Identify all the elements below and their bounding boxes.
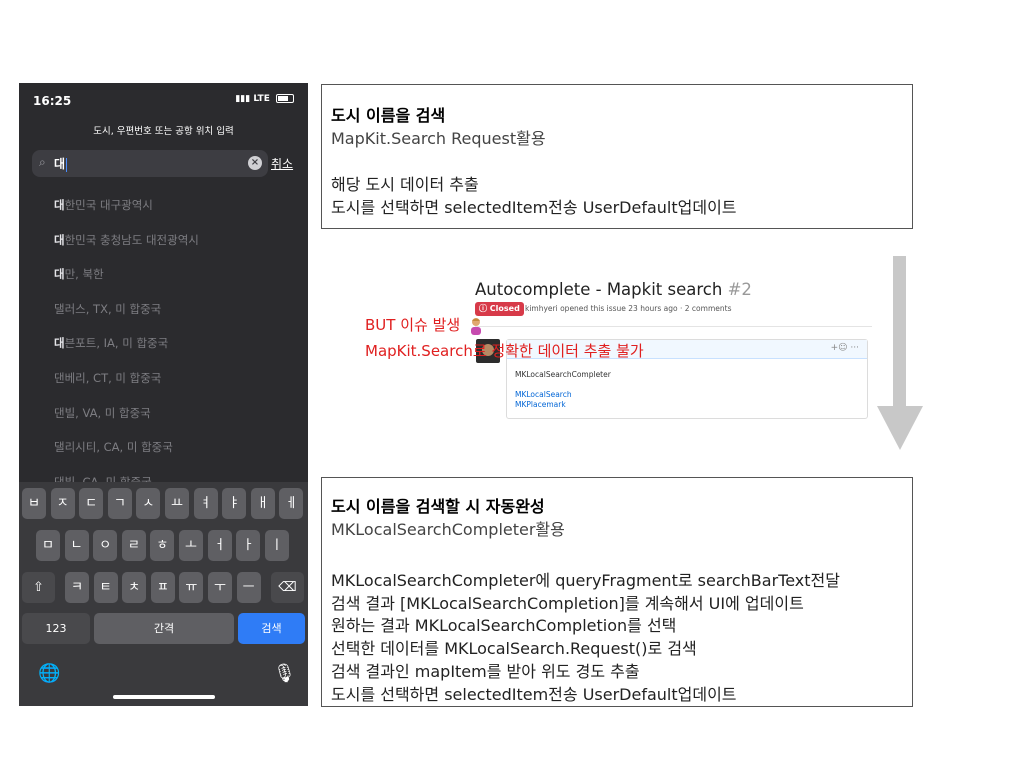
key[interactable]: ㅍ bbox=[150, 572, 175, 603]
key[interactable]: ㅏ bbox=[236, 530, 261, 561]
key[interactable]: ㅐ bbox=[250, 488, 275, 519]
box-bottom-title: 도시 이름을 검색할 시 자동완성 bbox=[331, 497, 545, 516]
key[interactable]: ㅠ bbox=[179, 572, 204, 603]
box-top-line: 도시를 선택하면 selectedItem전송 UserDefault업데이트 bbox=[331, 198, 737, 217]
key[interactable]: ㅂ bbox=[22, 488, 46, 519]
result-label: 댈리시티, CA, 미 합중국 bbox=[54, 440, 173, 455]
key[interactable]: ㅊ bbox=[122, 572, 147, 603]
result-label: 댈러스, TX, 미 합중국 bbox=[54, 301, 162, 316]
search-icon: ⌕ bbox=[39, 155, 46, 169]
key[interactable]: ㅁ bbox=[36, 530, 60, 561]
key[interactable]: ㅈ bbox=[50, 488, 75, 519]
box-top-title: 도시 이름을 검색 bbox=[331, 106, 446, 125]
phone-screenshot: 16:25 ▮▮▮ LTE 도시, 우편번호 또는 공항 위치 입력 ⌕ 대 ×… bbox=[19, 83, 308, 706]
key[interactable]: ㄷ bbox=[79, 488, 104, 519]
key[interactable]: ㅗ bbox=[179, 530, 203, 561]
search-description-box: 도시 이름을 검색 MapKit.Search Request활용 해당 도시 … bbox=[321, 84, 913, 229]
key[interactable]: ㄱ bbox=[107, 488, 132, 519]
issue-comment: +☺ ··· bbox=[506, 339, 868, 419]
result-row[interactable]: 대한민국 충청남도 대전광역시 bbox=[19, 221, 308, 256]
key[interactable]: ㅓ bbox=[207, 530, 232, 561]
closed-badge: ⓘ Closed bbox=[475, 302, 524, 316]
box-bottom-line: 검색 결과 [MKLocalSearchCompletion]를 계속해서 UI… bbox=[331, 594, 804, 613]
backspace-key[interactable]: ⌫ bbox=[271, 572, 304, 603]
search-query[interactable]: 대 bbox=[54, 157, 68, 172]
space-key[interactable]: 간격 bbox=[94, 613, 234, 644]
box-bottom-line: 원하는 결과 MKLocalSearchCompletion를 선택 bbox=[331, 616, 677, 635]
home-indicator bbox=[113, 695, 215, 699]
result-row[interactable]: 댄베리, CT, 미 합중국 bbox=[19, 359, 308, 394]
result-row[interactable]: 대븐포트, IA, 미 합중국 bbox=[19, 324, 308, 359]
numbers-key[interactable]: 123 bbox=[22, 613, 90, 644]
cancel-button[interactable]: 취소 bbox=[271, 157, 294, 171]
box-bottom-line: 도시를 선택하면 selectedItem전송 UserDefault업데이트 bbox=[331, 685, 737, 704]
result-label: 댄빌, VA, 미 합중국 bbox=[54, 405, 151, 420]
comment-text: MKLocalSearchCompleter bbox=[515, 370, 611, 379]
box-top-line: 해당 도시 데이터 추출 bbox=[331, 175, 479, 194]
status-bar: 16:25 ▮▮▮ LTE bbox=[19, 83, 308, 117]
globe-icon[interactable]: 🌐 bbox=[38, 663, 61, 684]
comment-link[interactable]: MKPlacemark bbox=[515, 400, 566, 409]
result-label: 대한민국 대구광역시 bbox=[54, 198, 153, 212]
divider bbox=[475, 326, 872, 327]
box-bottom-line: 선택한 데이터를 MKLocalSearch.Request()로 검색 bbox=[331, 639, 697, 658]
battery-icon bbox=[276, 94, 294, 103]
issue-meta: kimhyeri opened this issue 23 hours ago … bbox=[525, 304, 732, 313]
key[interactable]: ㅡ bbox=[236, 572, 261, 603]
key[interactable]: ㅅ bbox=[136, 488, 161, 519]
result-row[interactable]: 댈러스, TX, 미 합중국 bbox=[19, 290, 308, 325]
key[interactable]: ㅑ bbox=[222, 488, 247, 519]
key[interactable]: ㅜ bbox=[208, 572, 232, 603]
person-shrug-icon bbox=[470, 317, 481, 335]
key[interactable]: ㅋ bbox=[65, 572, 89, 603]
box-bottom-line: MKLocalSearchCompleter에 queryFragment로 s… bbox=[331, 571, 840, 590]
box-bottom-line: 검색 결과인 mapItem를 받아 위도 경도 추출 bbox=[331, 662, 640, 681]
result-label: 댄베리, CT, 미 합중국 bbox=[54, 370, 162, 385]
reaction-icon[interactable]: +☺ ··· bbox=[830, 343, 859, 353]
status-time: 16:25 bbox=[33, 94, 72, 108]
comment-link[interactable]: MKLocalSearch bbox=[515, 390, 572, 399]
result-row[interactable]: 대한민국 대구광역시 bbox=[19, 186, 308, 221]
issue-title[interactable]: Autocomplete - Mapkit search #2 bbox=[475, 280, 752, 299]
key[interactable]: ㅛ bbox=[165, 488, 189, 519]
box-bottom-line: MKLocalSearchCompleter활용 bbox=[331, 520, 565, 539]
key[interactable]: ㅌ bbox=[93, 572, 118, 603]
result-row[interactable]: 대만, 북한 bbox=[19, 255, 308, 290]
microphone-icon[interactable]: 🎙 bbox=[273, 663, 296, 684]
key[interactable]: ㅎ bbox=[150, 530, 175, 561]
shift-key[interactable]: ⇧ bbox=[22, 572, 55, 603]
autocomplete-description-box: 도시 이름을 검색할 시 자동완성 MKLocalSearchCompleter… bbox=[321, 477, 913, 707]
arrow-head bbox=[877, 406, 923, 450]
key[interactable]: ㅕ bbox=[193, 488, 218, 519]
box-top-line: MapKit.Search Request활용 bbox=[331, 129, 546, 148]
clear-icon[interactable]: × bbox=[248, 156, 262, 170]
result-label: 대만, 북한 bbox=[54, 267, 104, 282]
cellular-signal-icon: ▮▮▮ bbox=[235, 94, 251, 104]
issue-note-detail: MapKit.Search로 정확한 데이터 추출 불가 bbox=[365, 342, 644, 360]
result-row[interactable]: 댈리시티, CA, 미 합중국 bbox=[19, 428, 308, 463]
key[interactable]: ㅔ bbox=[279, 488, 304, 519]
down-arrow-icon bbox=[893, 256, 906, 408]
network-type: LTE bbox=[253, 94, 270, 104]
search-hint: 도시, 우편번호 또는 공항 위치 입력 bbox=[93, 126, 234, 137]
key[interactable]: ㅇ bbox=[93, 530, 118, 561]
result-row[interactable]: 댄빌, VA, 미 합중국 bbox=[19, 394, 308, 429]
search-input[interactable]: ⌕ 대 × bbox=[32, 150, 268, 177]
key[interactable]: ㄹ bbox=[121, 530, 146, 561]
text-cursor bbox=[66, 157, 68, 172]
status-signal: ▮▮▮ LTE bbox=[235, 94, 294, 104]
result-label: 대븐포트, IA, 미 합중국 bbox=[54, 336, 169, 351]
search-key[interactable]: 검색 bbox=[238, 613, 305, 644]
avatar[interactable] bbox=[476, 339, 500, 363]
comment-header: +☺ ··· bbox=[507, 340, 867, 359]
issue-note: BUT 이슈 발생 bbox=[365, 314, 484, 335]
key[interactable]: ㄴ bbox=[64, 530, 89, 561]
key[interactable]: ㅣ bbox=[264, 530, 289, 561]
result-label: 대한민국 충청남도 대전광역시 bbox=[54, 232, 199, 247]
